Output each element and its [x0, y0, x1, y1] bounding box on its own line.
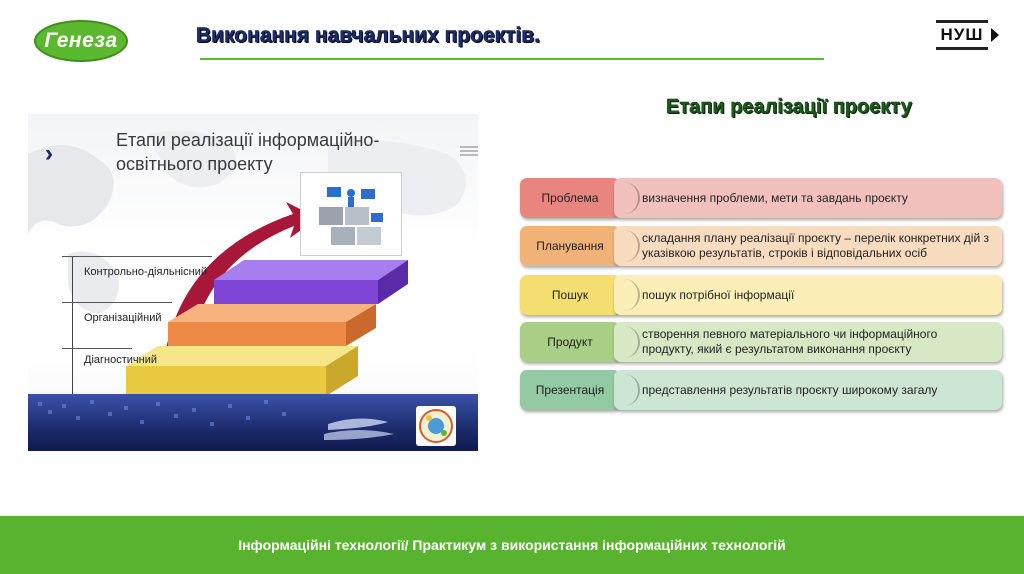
- stage-label: Презентація: [520, 370, 620, 410]
- nush-top-bar: [936, 20, 988, 23]
- stage-description: визначення проблеми, мети та завдань про…: [614, 178, 1002, 218]
- puzzle-icon: [301, 173, 401, 255]
- geneza-logo: Генеза: [34, 20, 128, 62]
- stage-description: створення певного матеріального чи інфор…: [614, 322, 1002, 362]
- page-title: Виконання навчальних проектів.: [196, 24, 540, 48]
- stage-label: Планування: [520, 226, 620, 266]
- title-underline: [200, 58, 824, 60]
- stages-illustration: ›› Етапи реалізації інформаційно-освітнь…: [28, 114, 478, 451]
- stage-description: складання плану реалізації проєкту – пер…: [614, 226, 1002, 266]
- step-control-front: [214, 280, 378, 304]
- footer-bar: Інформаційні технології/ Практикум з вик…: [0, 516, 1024, 574]
- puzzle-computers-image: [300, 172, 402, 256]
- nush-bottom-bar: [936, 47, 988, 50]
- step-organizational-top: [168, 304, 376, 322]
- step-diagnostic-front: [126, 366, 326, 396]
- stage-label: Продукт: [520, 322, 620, 362]
- footer-text: Інформаційні технології/ Практикум з вик…: [238, 537, 786, 553]
- stage-row-presentation: Презентація представлення результатів пр…: [520, 370, 1002, 410]
- step-control-top: [214, 260, 408, 280]
- stage-row-planning: Планування складання плану реалізації пр…: [520, 226, 1002, 266]
- stage-row-product: Продукт створення певного матеріального …: [520, 322, 1002, 362]
- step-label-organizational: Організаційний: [84, 312, 162, 324]
- step-label-control: Контрольно-діяльнісний: [84, 266, 207, 278]
- nush-arrow-icon: [991, 28, 999, 42]
- stage-label: Проблема: [520, 178, 620, 218]
- stage-description: представлення результатів проєкту широко…: [614, 370, 1002, 410]
- step-organizational-front: [168, 322, 346, 346]
- step-label-diagnostic: Діагностичний: [84, 354, 157, 366]
- nush-logo-text: НУШ: [936, 25, 988, 45]
- step-diagnostic-top: [126, 346, 358, 366]
- stage-description: пошук потрібної інформації: [614, 275, 1002, 315]
- decorative-bottom-band: [28, 394, 478, 451]
- nush-logo: НУШ: [936, 20, 996, 50]
- school-emblem-icon: [416, 406, 456, 446]
- logo-text: Генеза: [44, 29, 117, 53]
- stage-label: Пошук: [520, 275, 620, 315]
- stage-row-problem: Проблема визначення проблеми, мети та за…: [520, 178, 1002, 218]
- stage-row-search: Пошук пошук потрібної інформації: [520, 275, 1002, 315]
- stages-title: Етапи реалізації проекту: [666, 96, 912, 119]
